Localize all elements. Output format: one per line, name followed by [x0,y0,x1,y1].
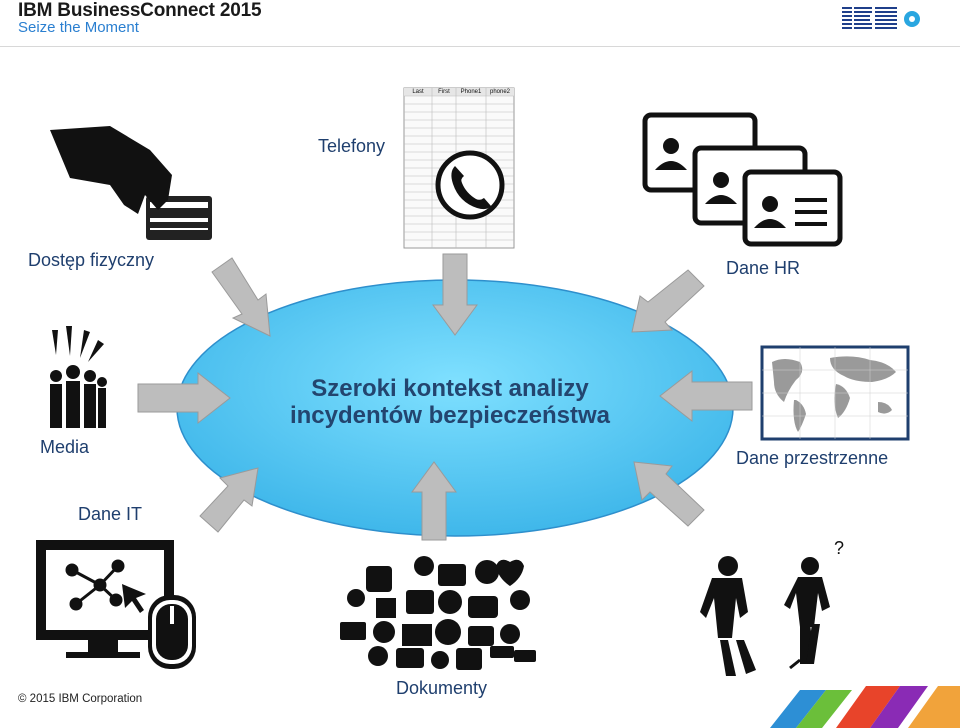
arrow-unknown [633,461,705,527]
phone-table-col: Phone1 [460,89,482,95]
social-media-icon [340,556,536,670]
crowd-icon [50,326,107,428]
world-map-icon [760,345,910,441]
label-phones: Telefony [318,136,386,156]
label-media: Media [40,437,90,457]
people-meeting-icon [700,556,830,676]
label-it-data: Dane IT [78,504,143,524]
monitor-network-icon [36,540,196,669]
label-spatial-data: Dane przestrzenne [736,448,889,468]
ibm-logo-icon [842,7,920,29]
central-topic: Szeroki kontekst analizy incydentów bezp… [250,375,650,429]
arrow-hr [631,269,705,333]
phone-icon [403,87,515,249]
copyright: © 2015 IBM Corporation [18,693,143,705]
arrow-phones [432,253,478,336]
arrow-it [199,467,259,533]
footer-decoration [770,686,960,728]
arrow-spatial [659,369,753,423]
header-divider [0,46,960,47]
arrow-media [137,371,231,425]
label-hr-data: Dane HR [726,258,801,278]
central-topic-line2: incydentów bezpieczeństwa [289,402,611,429]
phone-table-col: First [438,89,450,95]
arrow-physical [211,257,271,337]
label-unknown: ? [834,538,845,558]
phone-table-col: Last [412,89,424,95]
card-hand-icon [50,126,212,240]
brand-subtitle: Seize the Moment [18,19,139,36]
central-topic-line1: Szeroki kontekst analizy [311,375,589,402]
phone-table-col: phone2 [489,89,511,95]
arrow-documents [411,461,457,541]
hr-cards-icon [642,112,843,247]
brand-title: IBM BusinessConnect 2015 [18,0,262,21]
label-physical-access: Dostęp fizyczny [28,250,155,270]
label-documents: Dokumenty [396,678,488,698]
phone-table-header: Last First Phone1 phone2 [404,88,514,96]
